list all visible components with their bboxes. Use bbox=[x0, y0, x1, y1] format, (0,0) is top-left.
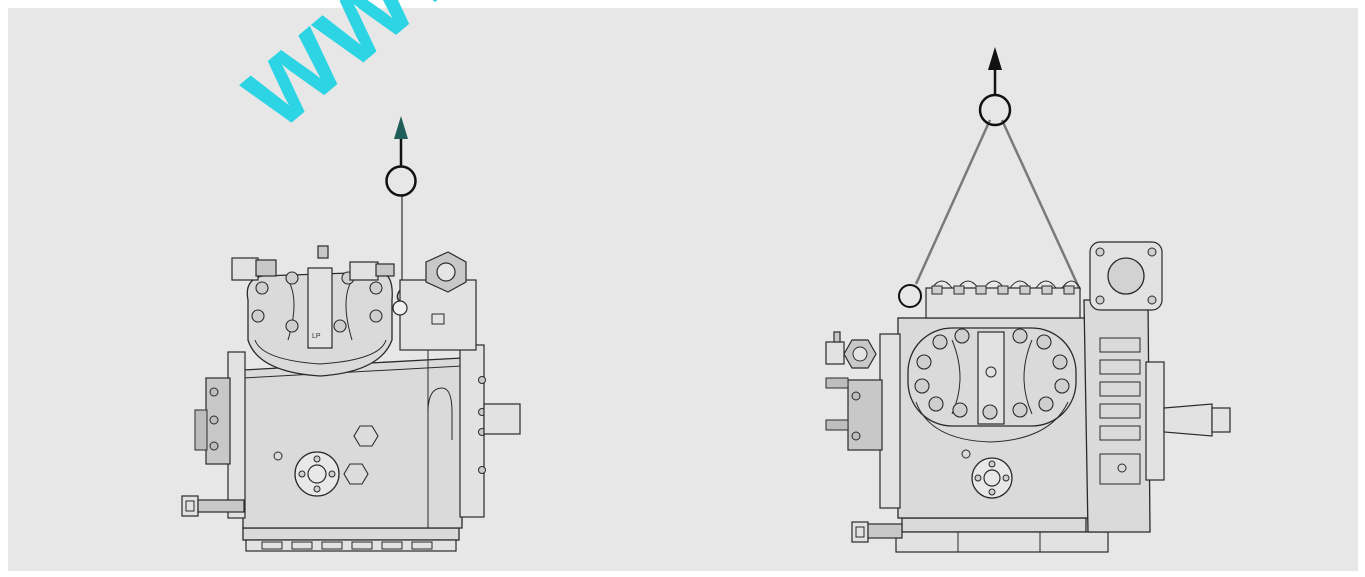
compressor-left: LP bbox=[181, 116, 521, 552]
valve-plate bbox=[307, 267, 333, 349]
lifting-ring-icon bbox=[978, 93, 1012, 127]
crankcase bbox=[242, 357, 463, 529]
eye-bolt bbox=[898, 284, 922, 308]
oil-fitting bbox=[851, 521, 869, 543]
end-cover bbox=[1145, 361, 1165, 481]
eye-bolt bbox=[392, 300, 408, 316]
base-feet bbox=[245, 539, 457, 552]
up-arrow-icon bbox=[394, 116, 408, 139]
discharge-bracket bbox=[399, 279, 477, 351]
oil-fitting bbox=[181, 495, 199, 517]
base-feet bbox=[895, 531, 1109, 553]
side-plate bbox=[879, 333, 901, 509]
drive-shaft bbox=[1163, 403, 1213, 437]
lifting-ring-icon bbox=[385, 165, 417, 197]
compressor-right bbox=[825, 47, 1231, 553]
drive-shaft bbox=[483, 403, 521, 435]
end-cover bbox=[459, 344, 485, 518]
service-flange bbox=[971, 457, 1013, 499]
suction-valve bbox=[231, 257, 259, 281]
base-plate bbox=[242, 527, 460, 541]
sling-right bbox=[1000, 119, 1082, 291]
lifting-assembly-right bbox=[898, 47, 1082, 308]
oil-pump bbox=[847, 379, 883, 451]
valve-label: LP bbox=[312, 333, 321, 340]
up-arrow-icon bbox=[988, 47, 1002, 70]
sling-left bbox=[914, 119, 992, 285]
service-flange bbox=[294, 451, 340, 497]
base-plate bbox=[901, 517, 1087, 533]
lifting-assembly-left bbox=[385, 116, 417, 303]
